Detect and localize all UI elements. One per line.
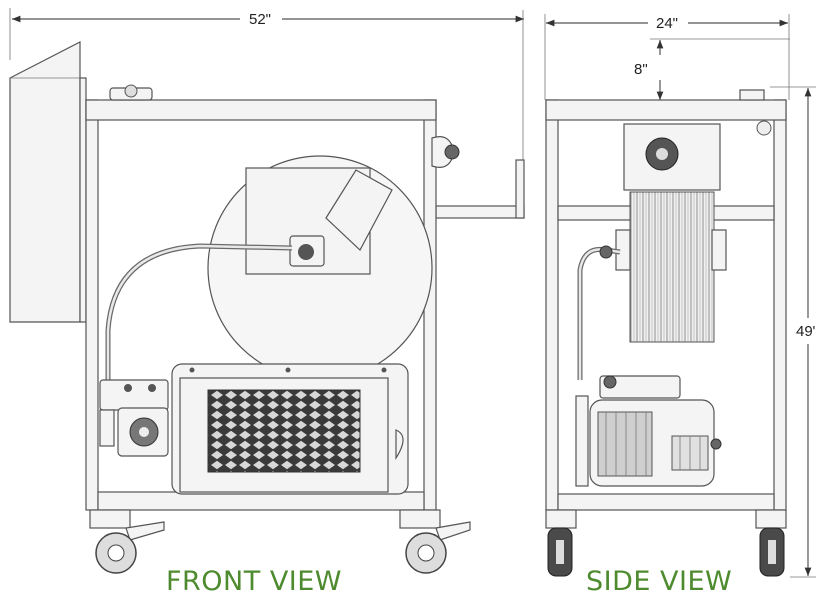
front-caster-left [89,509,165,574]
dimension-label-front-width: 52" [249,11,271,28]
side-hose-reel [615,123,727,343]
dimension-front-width: 52" [9,8,524,160]
side-caster-right [755,509,787,577]
front-hose-reel [207,155,433,381]
dimension-top-offset: 8" [634,38,790,100]
dimension-label-height: 49" [796,323,816,340]
side-motor [575,375,722,487]
dimension-label-side-width: 24" [656,15,678,32]
hopper [9,41,87,323]
dimension-side-width: 24" [544,14,790,100]
side-hose [577,245,621,380]
side-view: 24" 8" 49" [544,14,816,578]
caption-front-view: FRONT VIEW [166,566,343,597]
front-view: 52" [9,8,525,574]
caption-side-view: SIDE VIEW [586,566,733,597]
dimension-height: 49" [770,86,816,578]
front-caster-right [399,509,471,574]
front-hose [105,243,293,380]
outlet-arm [435,159,525,219]
front-pump [99,379,169,457]
front-motor-guard [171,363,409,495]
dimension-label-top-offset: 8" [634,61,648,78]
side-caster-left [545,509,577,577]
